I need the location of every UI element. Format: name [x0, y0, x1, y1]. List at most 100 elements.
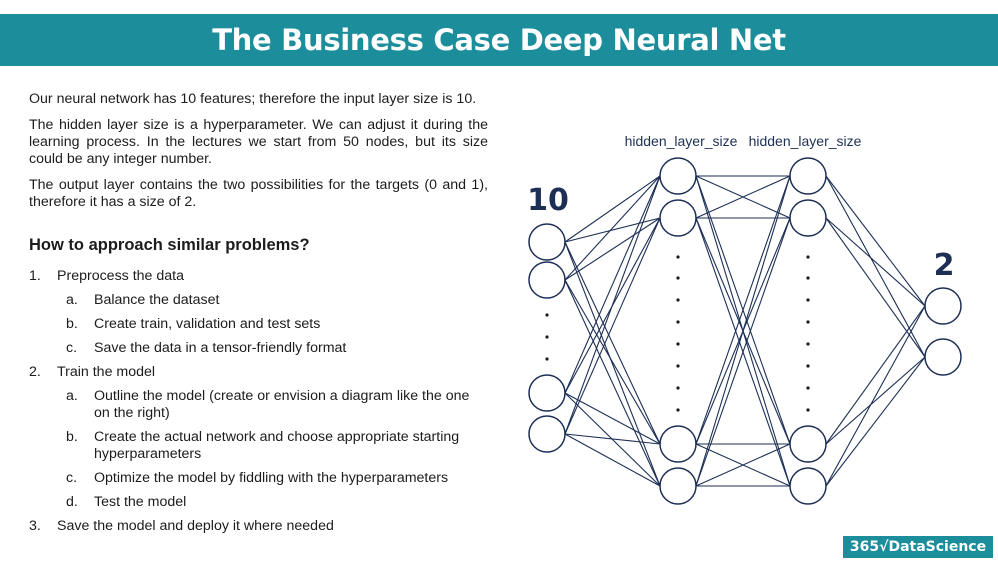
hidden-node — [789, 199, 827, 237]
substep-text: Optimize the model by fiddling with the … — [94, 470, 449, 486]
connection-line — [564, 279, 661, 445]
step-text: Save the model and deploy it where neede… — [57, 518, 334, 534]
input-node — [528, 223, 566, 261]
connection-line — [825, 356, 926, 445]
hidden-node — [789, 425, 827, 463]
substep-item: b. Create the actual network and choose a… — [29, 429, 484, 463]
substep-item: a. Balance the dataset — [29, 292, 484, 309]
connection-line — [564, 241, 661, 487]
ellipsis-dot — [676, 320, 680, 324]
hidden-node — [789, 467, 827, 505]
ellipsis-dots — [545, 255, 810, 412]
output-size-label: 2 — [934, 248, 955, 283]
connection-line — [564, 175, 661, 435]
ellipsis-dot — [806, 320, 810, 324]
substep-item: b. Create train, validation and test sets — [29, 316, 484, 333]
connection-line — [695, 443, 791, 487]
substep-text: Test the model — [94, 494, 187, 510]
connection-line — [825, 305, 926, 445]
substep-marker: b. — [66, 316, 78, 332]
connection-line — [695, 175, 791, 487]
ellipsis-dot — [676, 276, 680, 280]
ellipsis-dot — [806, 276, 810, 280]
input-size-label: 10 — [527, 183, 569, 218]
substep-text: Balance the dataset — [94, 292, 220, 308]
brand-logo: 365√DataScience — [843, 536, 993, 558]
ellipsis-dot — [806, 255, 810, 259]
connection-line — [825, 175, 926, 358]
step-text: Preprocess the data — [57, 268, 184, 284]
title-bar: The Business Case Deep Neural Net — [0, 14, 998, 66]
substep-text: Create the actual network and choose app… — [94, 429, 460, 462]
connection-line — [825, 305, 926, 487]
connection-line — [564, 175, 661, 243]
neural-network-diagram: 10 hidden_layer_size hidden_layer_size 2 — [527, 133, 962, 505]
output-node — [924, 287, 962, 325]
section-heading: How to approach similar problems? — [29, 236, 310, 254]
connection-line — [564, 217, 661, 243]
connection-line — [695, 175, 791, 219]
connection-line — [564, 241, 661, 445]
connection-line — [825, 217, 926, 358]
substep-item: c. Save the data in a tensor-friendly for… — [29, 340, 484, 357]
ellipsis-dot — [545, 357, 549, 361]
connection-line — [825, 356, 926, 487]
connection-line — [564, 392, 661, 445]
substep-marker: c. — [66, 470, 78, 486]
substep-marker: a. — [66, 388, 78, 404]
ellipsis-dot — [545, 313, 549, 317]
connections — [564, 175, 926, 487]
step-marker: 3. — [29, 518, 41, 534]
ellipsis-dot — [806, 386, 810, 390]
substep-item: d. Test the model — [29, 494, 484, 511]
ellipsis-dot — [806, 408, 810, 412]
ellipsis-dot — [676, 298, 680, 302]
paragraph-output-layer: The output layer contains the two possib… — [29, 177, 488, 210]
hidden-node — [659, 157, 697, 195]
ellipsis-dot — [806, 342, 810, 346]
connection-line — [564, 433, 661, 487]
connection-line — [695, 175, 791, 445]
hidden-node — [659, 467, 697, 505]
step-marker: 2. — [29, 364, 41, 380]
substep-marker: a. — [66, 292, 78, 308]
step-marker: 1. — [29, 268, 41, 284]
substep-text: Save the data in a tensor-friendly forma… — [94, 340, 347, 356]
substep-marker: c. — [66, 340, 78, 356]
paragraph-hidden-layer: The hidden layer size is a hyperparamete… — [29, 117, 488, 167]
ellipsis-dot — [676, 255, 680, 259]
connection-line — [564, 433, 661, 445]
ellipsis-dot — [676, 408, 680, 412]
substep-marker: b. — [66, 429, 78, 445]
step-item: 2.Train the model — [29, 364, 484, 381]
step-item: 1. Preprocess the data — [29, 268, 484, 285]
ellipsis-dot — [676, 386, 680, 390]
ellipsis-dot — [806, 298, 810, 302]
substep-item: a.Outline the model (create or envision … — [29, 388, 484, 422]
output-node — [924, 338, 962, 376]
input-node — [528, 415, 566, 453]
substep-item: c. Optimize the model by fiddling with th… — [29, 470, 484, 487]
input-node — [528, 374, 566, 412]
paragraph-input-layer: Our neural network has 10 features; ther… — [29, 91, 477, 107]
slide-title: The Business Case Deep Neural Net — [212, 23, 786, 57]
connection-line — [695, 217, 791, 487]
ellipsis-dot — [676, 342, 680, 346]
hidden-layer-label: hidden_layer_size — [749, 133, 862, 149]
connection-line — [825, 175, 926, 307]
connection-line — [564, 217, 661, 435]
connection-line — [564, 175, 661, 281]
input-node — [528, 261, 566, 299]
ellipsis-dot — [676, 364, 680, 368]
hidden-node — [789, 157, 827, 195]
hidden-layer-label: hidden_layer_size — [625, 133, 738, 149]
nodes — [528, 157, 962, 505]
hidden-node — [659, 425, 697, 463]
connection-line — [564, 217, 661, 281]
hidden-node — [659, 199, 697, 237]
substep-marker: d. — [66, 494, 78, 510]
ellipsis-dot — [545, 335, 549, 339]
connection-line — [564, 279, 661, 487]
substep-text: Create train, validation and test sets — [94, 316, 321, 332]
intro-text: Our neural network has 10 features; ther… — [29, 91, 488, 220]
